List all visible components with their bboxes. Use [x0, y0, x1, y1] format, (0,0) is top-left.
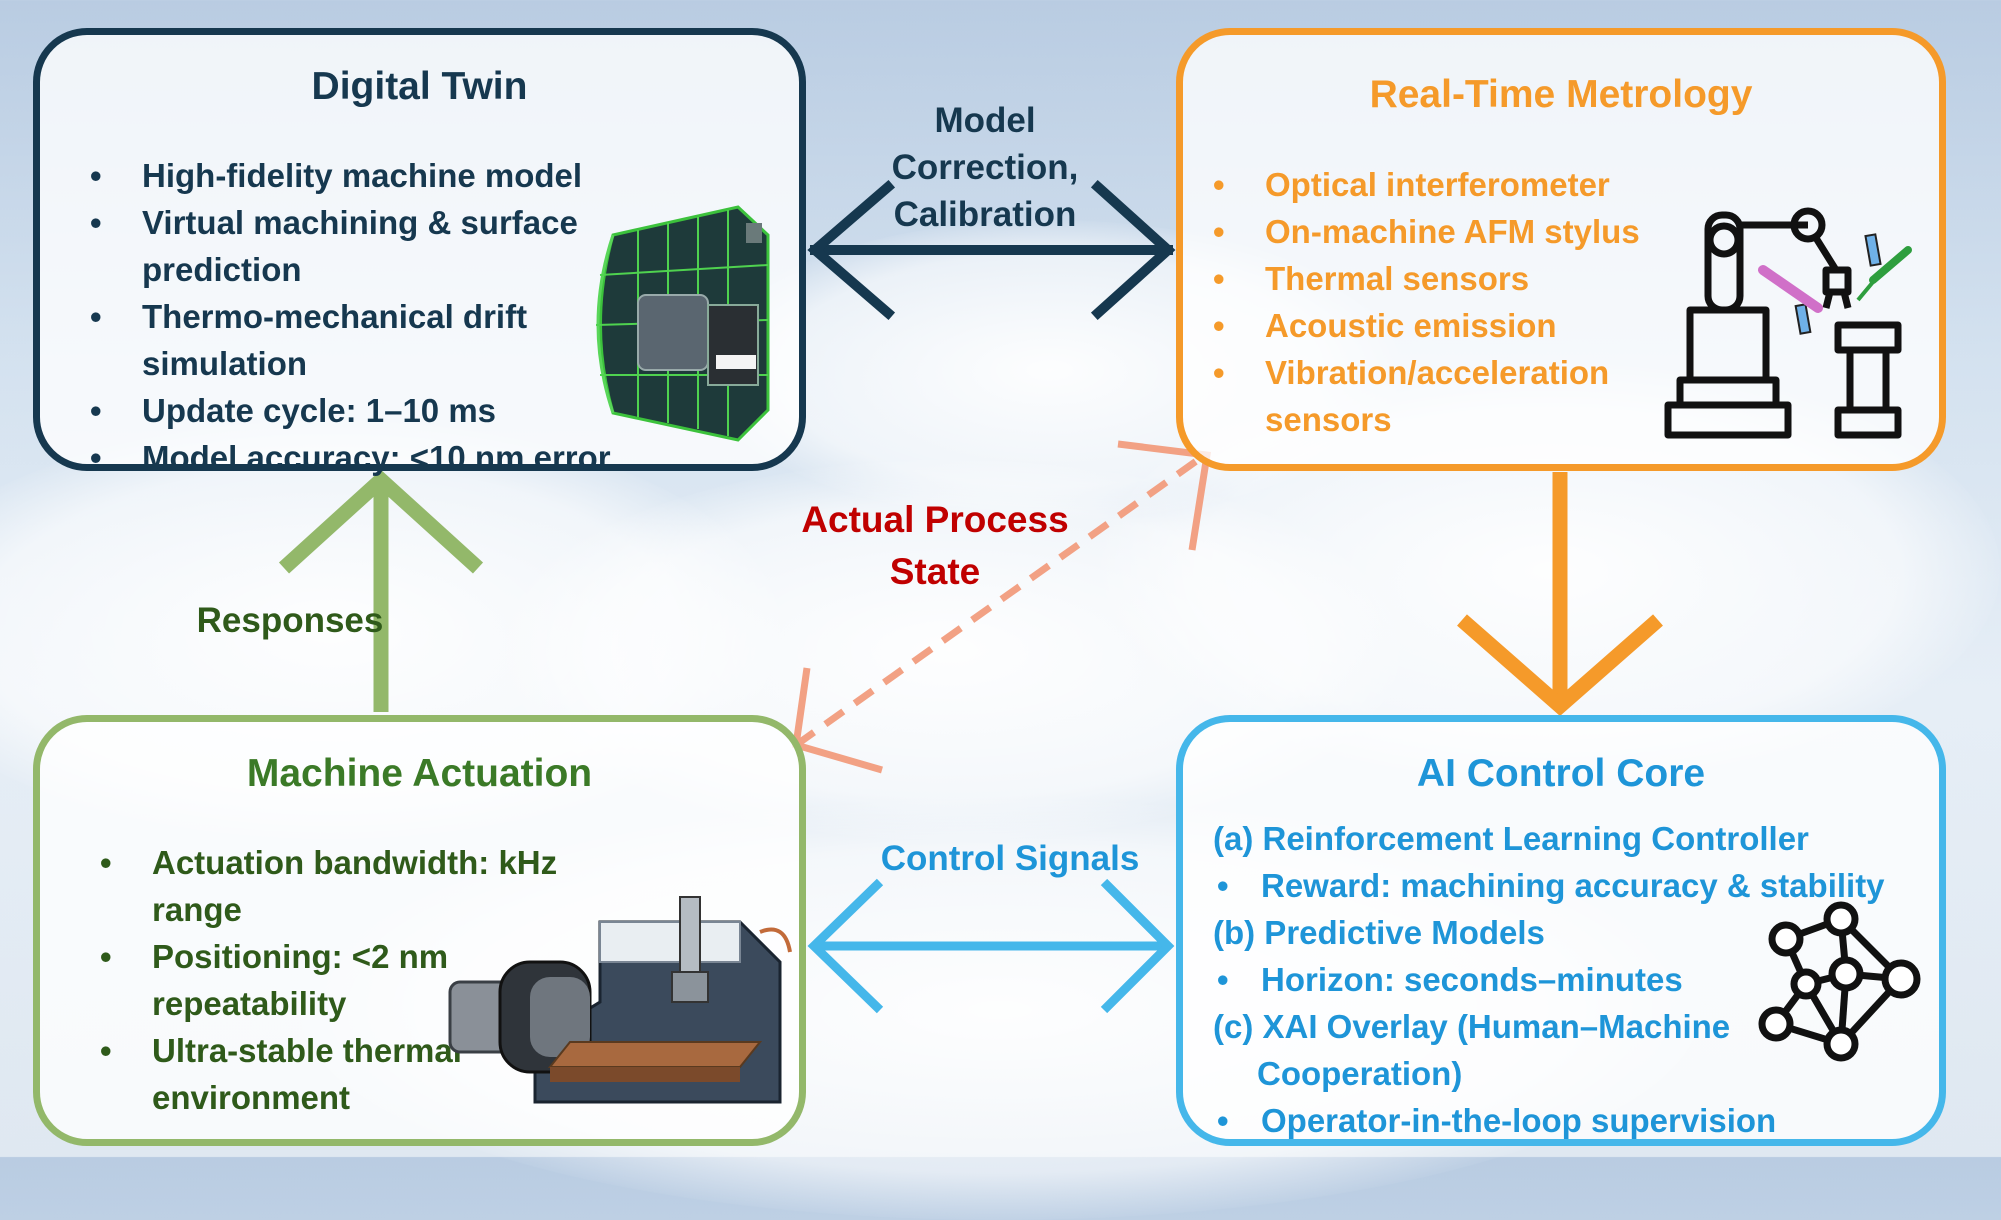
list-item: Actuation bandwidth: kHz range: [92, 839, 592, 933]
neural-network-icon: [1758, 901, 1921, 1062]
list-item: (a) Reinforcement Learning Controller: [1213, 820, 1809, 857]
model-correction-arrow: [807, 179, 1176, 321]
list-item: Vibration/acceleration sensors: [1205, 349, 1665, 443]
real-time-metrology-box: Real-Time Metrology Optical interferomet…: [1176, 28, 1946, 471]
metrology-list: Optical interferometer On-machine AFM st…: [1205, 161, 1725, 443]
list-item: Acoustic emission: [1205, 302, 1725, 349]
list-item: (b) Predictive Models: [1213, 914, 1545, 951]
ai-control-core-title: AI Control Core: [1416, 752, 1706, 795]
list-item: On-machine AFM stylus: [1205, 208, 1725, 255]
list-item: Optical interferometer: [1205, 161, 1725, 208]
machine-spindle-cutaway-icon: [448, 896, 792, 1104]
machine-wireframe-model-icon: [595, 205, 770, 442]
list-item: Positioning: <2 nm repeatability: [92, 933, 552, 1027]
model-correction-label: Model Correction, Calibration: [891, 101, 1079, 234]
machine-actuation-box: Machine Actuation Actuation bandwidth: k…: [33, 715, 806, 1146]
list-item: High-fidelity machine model: [82, 152, 742, 199]
list-item: Thermo-mechanical drift simulation: [82, 293, 622, 387]
list-item: Cooperation): [1257, 1055, 1463, 1092]
control-signals-arrow: [807, 878, 1175, 1014]
machine-actuation-title: Machine Actuation: [246, 752, 593, 795]
real-time-metrology-title: Real-Time Metrology: [1369, 73, 1753, 116]
list-item: (c) XAI Overlay (Human–Machine: [1213, 1008, 1731, 1045]
process-state-label: Actual Process State: [801, 499, 1069, 592]
responses-label: Responses: [196, 601, 384, 640]
control-signals-label: Control Signals: [880, 839, 1140, 878]
digital-twin-list: High-fidelity machine model Virtual mach…: [82, 152, 742, 481]
process-state-arrow: [792, 440, 1212, 774]
list-item: Model accuracy: <10 nm error: [82, 434, 742, 481]
actuation-list: Actuation bandwidth: kHz range Positioni…: [92, 839, 612, 1121]
metrology-to-ai-arrow: [1457, 472, 1663, 716]
list-item: Thermal sensors: [1205, 255, 1725, 302]
responses-arrow: [278, 469, 484, 712]
ai-control-core-box: AI Control Core (a) Reinforcement Learni…: [1176, 715, 1946, 1146]
list-item: Horizon: seconds–minutes: [1213, 956, 1933, 1003]
robot-arm-metrology-icon: [1664, 207, 1912, 439]
list-item: Ultra-stable thermal environment: [92, 1027, 552, 1121]
digital-twin-box: Digital Twin High-fidelity machine model…: [33, 28, 806, 481]
list-item: Update cycle: 1–10 ms: [82, 387, 742, 434]
list-item: Reward: machining accuracy & stability: [1213, 862, 1933, 909]
digital-twin-title: Digital Twin: [311, 65, 528, 108]
list-item: Operator-in-the-loop supervision: [1213, 1097, 1933, 1144]
list-item: Virtual machining & surface prediction: [82, 199, 742, 293]
ai-control-core-list: (a) Reinforcement Learning Controller Re…: [1213, 815, 1933, 1144]
